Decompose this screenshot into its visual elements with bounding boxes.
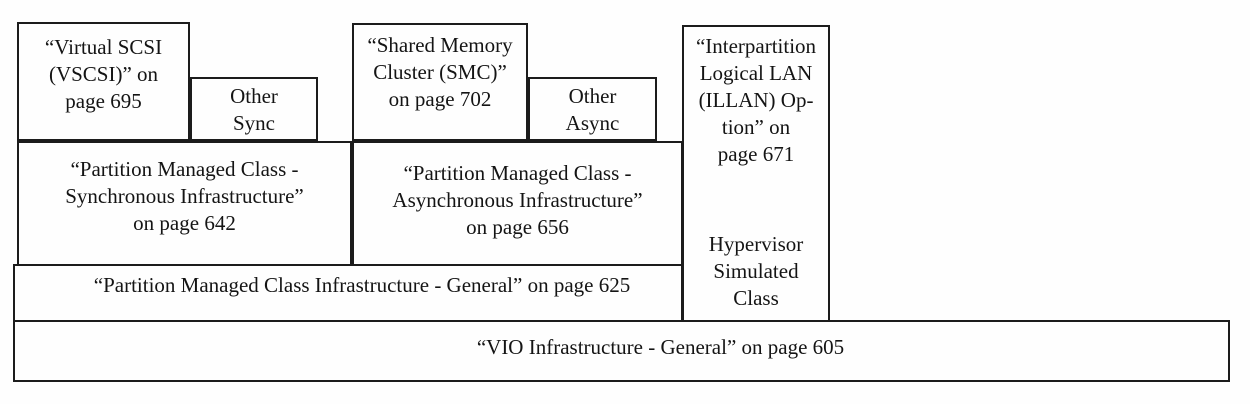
vscsi-box: “Virtual SCSI (VSCSI)” on page 695: [17, 22, 190, 141]
smc-label: “Shared Memory Cluster (SMC)” on page 70…: [367, 33, 513, 111]
illan-label: “Interpartition Logical LAN (ILLAN) Op- …: [695, 34, 817, 166]
smc-box: “Shared Memory Cluster (SMC)” on page 70…: [352, 23, 528, 141]
pmc-sync-infra-box: “Partition Managed Class - Synchronous I…: [17, 141, 352, 266]
pmc-async-infra-box: “Partition Managed Class - Asynchronous …: [352, 141, 683, 266]
hypervisor-simulated-class-label: Hypervisor Simulated Class: [708, 232, 804, 310]
other-sync-label: Other Sync: [230, 84, 278, 135]
pmc-general-infra-box: “Partition Managed Class Infrastructure …: [13, 264, 683, 322]
other-async-box: Other Async: [528, 77, 657, 141]
illan-hypervisor-box: “Interpartition Logical LAN (ILLAN) Op- …: [682, 25, 830, 322]
vio-general-infra-label: “VIO Infrastructure - General” on page 6…: [476, 334, 845, 359]
other-sync-box: Other Sync: [190, 77, 318, 141]
vio-general-infra-box: “VIO Infrastructure - General” on page 6…: [13, 320, 1230, 382]
other-async-label: Other Async: [565, 84, 620, 135]
pmc-async-infra-label: “Partition Managed Class - Asynchronous …: [392, 161, 643, 239]
pmc-sync-infra-label: “Partition Managed Class - Synchronous I…: [65, 157, 304, 235]
vscsi-label: “Virtual SCSI (VSCSI)” on page 695: [44, 35, 163, 113]
pmc-general-infra-label: “Partition Managed Class Infrastructure …: [93, 272, 631, 297]
